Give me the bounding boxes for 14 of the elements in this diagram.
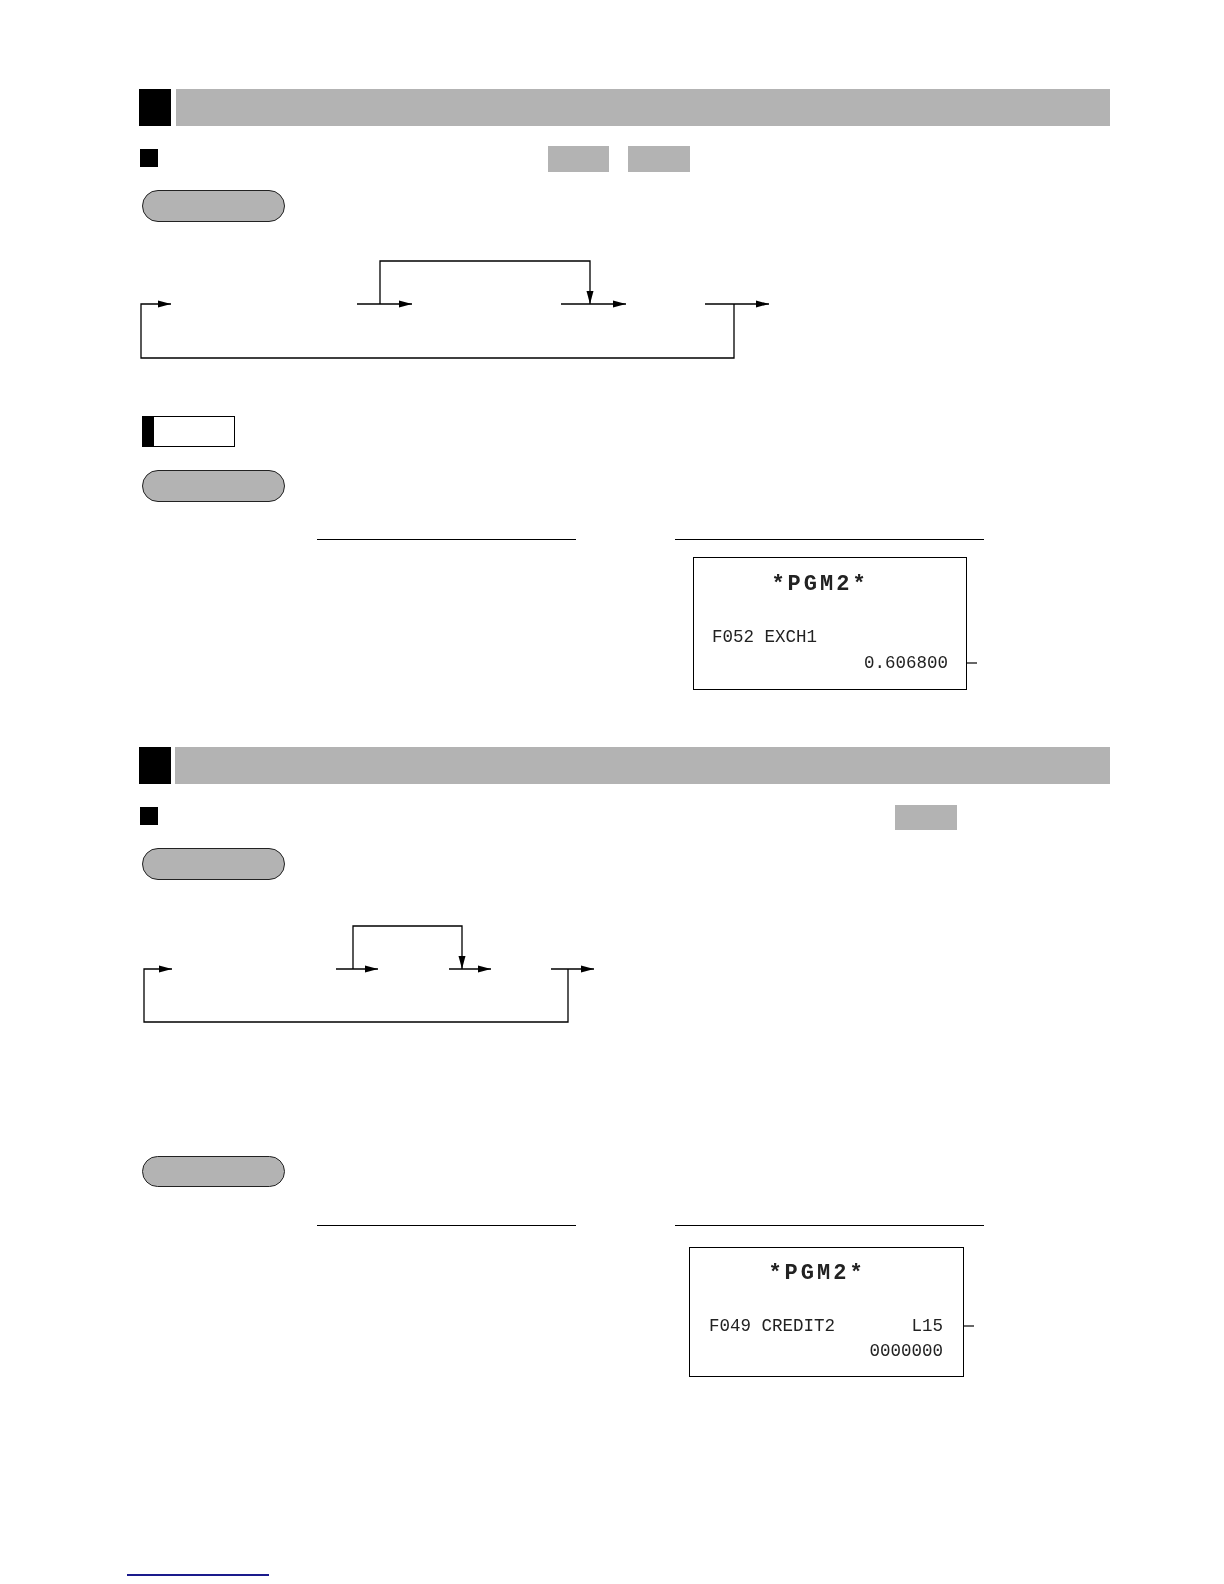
receipt-line: F049 CREDIT2 [709, 1316, 836, 1336]
procedure-tab [142, 470, 285, 502]
receipt-box [693, 557, 967, 690]
procedure-tab [142, 190, 285, 222]
receipt-box [689, 1247, 964, 1377]
receipt-heading: *PGM2* [768, 1262, 866, 1286]
receipt-line: F052 EXCH1 [712, 627, 818, 647]
receipt-line: 0000000 [869, 1341, 943, 1361]
receipt-value: 0.606800 [864, 653, 948, 673]
receipt-value: L15 [911, 1316, 943, 1336]
procedure-tab [142, 848, 285, 880]
note-box [142, 416, 235, 447]
procedure-tab [142, 1156, 285, 1187]
receipt-heading: *PGM2* [771, 573, 869, 597]
